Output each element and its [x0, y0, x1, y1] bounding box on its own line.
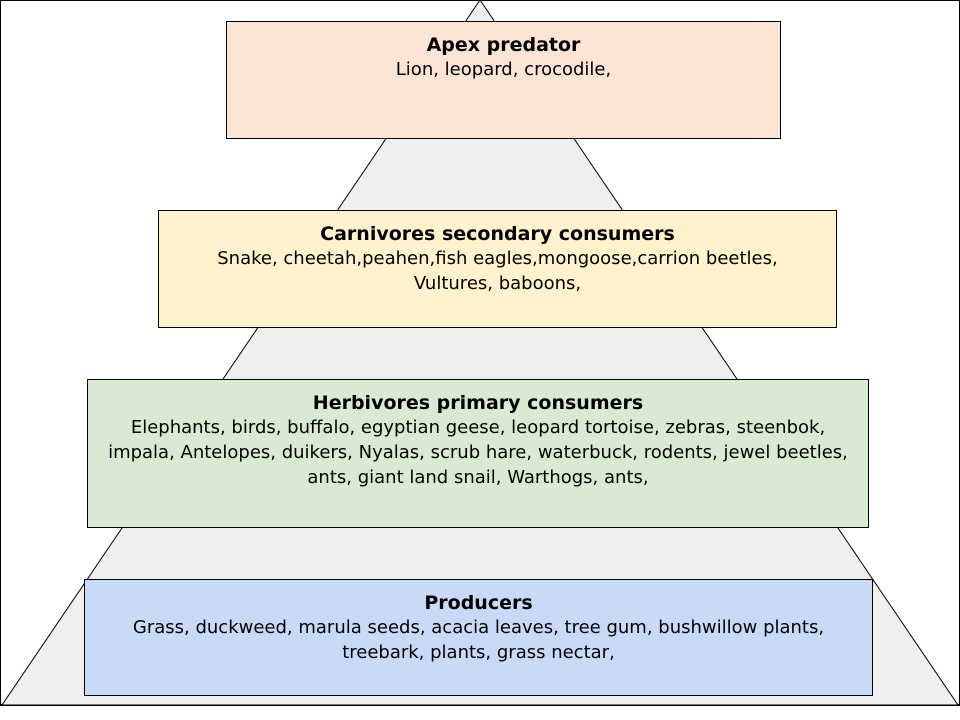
herbivores-level: Herbivores primary consumers Elephants, …	[87, 379, 869, 528]
apex-predator-title: Apex predator	[426, 34, 581, 56]
producers-level: Producers Grass, duckweed, marula seeds,…	[84, 579, 873, 696]
herbivores-items: Elephants, birds, buffalo, egyptian gees…	[108, 417, 848, 488]
producers-items: Grass, duckweed, marula seeds, acacia le…	[132, 617, 825, 663]
pyramid-triangle	[1, 0, 959, 705]
carnivores-level: Carnivores secondary consumers Snake, ch…	[158, 210, 837, 328]
apex-predator-items: Lion, leopard, crocodile,	[395, 59, 612, 80]
herbivores-title: Herbivores primary consumers	[312, 392, 644, 414]
carnivores-items: Snake, cheetah,peahen,fish eagles,mongoo…	[217, 248, 778, 294]
carnivores-title: Carnivores secondary consumers	[320, 223, 675, 245]
producers-title: Producers	[424, 592, 533, 614]
apex-predator-level: Apex predator Lion, leopard, crocodile,	[226, 21, 781, 139]
